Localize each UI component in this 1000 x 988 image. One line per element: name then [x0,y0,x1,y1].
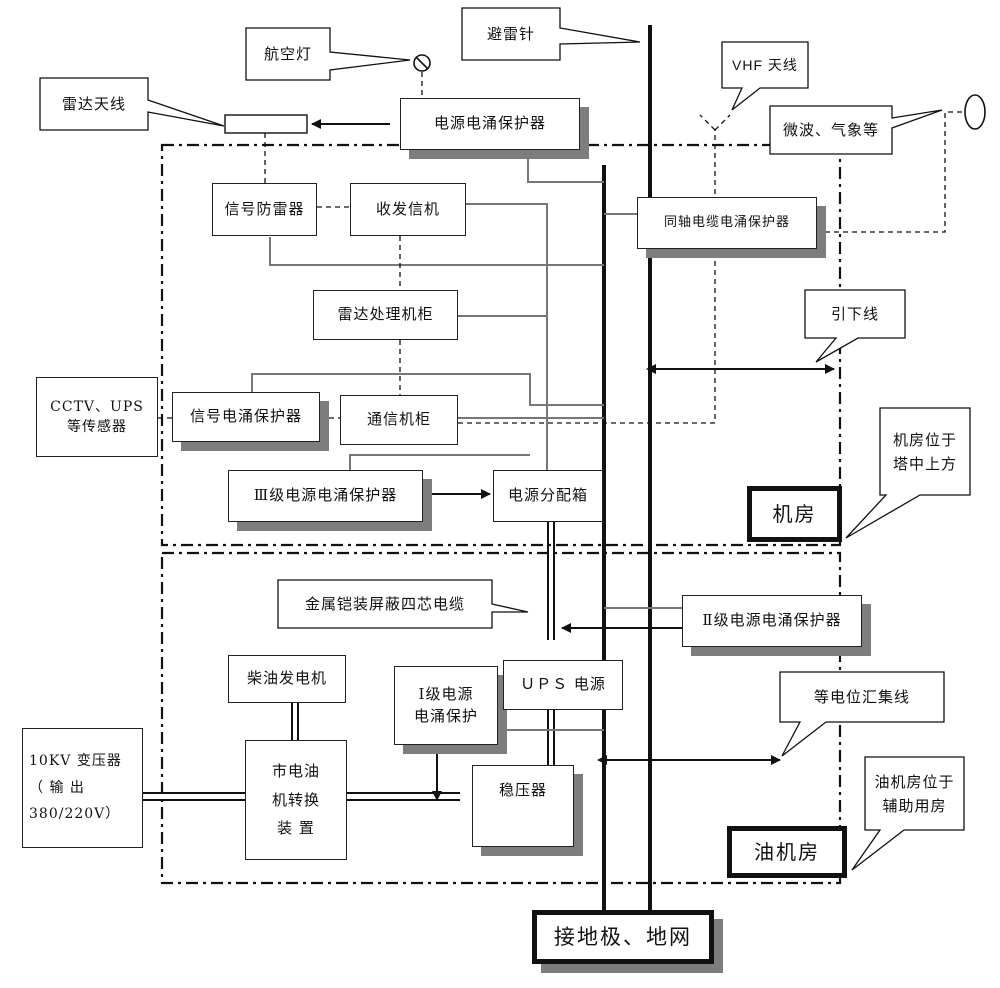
nav-light-label: 航空灯 [263,45,312,63]
signal-line [269,237,604,266]
level2-surge-protector-box: Ⅱ级电源电涌保护器 [682,595,862,647]
callout-armored-cable [277,579,529,629]
vhf-antenna-arm [699,114,716,131]
callout-lightning-rod [461,7,641,61]
equipotential-bus-label: 等电位汇集线 [813,688,910,706]
down-conductor-label: 引下线 [830,305,879,323]
radar-antenna-icon [224,114,308,134]
level1-surge-protector-box: Ⅰ级电源 电涌保护 [394,666,498,745]
callout-equipotential [779,671,945,757]
transformer-box: 10KV 变压器 （ 输 出 380/220V） [22,728,143,848]
armored-cable-label: 金属铠装屏蔽四芯电缆 [304,595,465,613]
power-distribution-box: 电源分配箱 [493,470,603,522]
level3-surge-protector-box: Ⅲ级电源电涌保护器 [228,470,423,522]
signal-line [349,454,530,470]
callout-nav-light [245,27,411,81]
microwave-label: 微波、气象等 [782,121,879,139]
coax-surge-protector-box: 同轴电缆电涌保护器 [637,197,817,249]
signal-line [251,373,604,406]
comm-cabinet-box: 通信机柜 [340,395,458,445]
microwave-dish-icon [964,94,986,130]
ups-power-box: ＵＰＳ 电源 [503,660,623,710]
callout-vhf [721,41,809,111]
signal-line [527,157,604,183]
cctv-sensors-box: CCTV、UPS 等传感器 [36,377,158,457]
power-surge-protector-box: 电源电涌保护器 [400,98,580,150]
dashed-link [816,111,965,233]
vhf-antenna-arm [714,114,731,131]
radar-antenna-label: 雷达天线 [61,95,126,113]
callout-tower-room [845,407,971,539]
callout-down-conductor [804,289,906,363]
diesel-generator-box: 柴油发电机 [228,655,346,703]
vhf-antenna-label: VHF 天线 [732,56,798,73]
signal-arrester-box: 信号防雷器 [212,183,317,236]
callout-radar [39,77,225,131]
transceiver-box: 收发信机 [350,183,466,236]
aviation-light-icon [413,54,431,72]
signal-line [466,203,548,498]
tower-room-note: 机房位于 塔中上方 [892,430,957,473]
dashed-link [458,130,716,424]
lightning-rod-label: 避雷针 [486,25,535,43]
oil-room-note: 油机房位于 辅助用房 [874,772,955,815]
switch-device-box: 市电油 机转换 装 置 [245,740,347,860]
voltage-regulator-box: 稳压器 [472,765,574,847]
signal-surge-protector-box: 信号电涌保护器 [172,392,320,442]
radar-cabinet-box: 雷达处理机柜 [313,290,458,340]
callout-oil-room [851,756,965,871]
oil-room-label: 油机房 [727,826,847,878]
ground-grid-box: 接地极、地网 [532,910,714,964]
callout-microwave [769,105,943,155]
machine-room-label: 机房 [747,486,842,542]
